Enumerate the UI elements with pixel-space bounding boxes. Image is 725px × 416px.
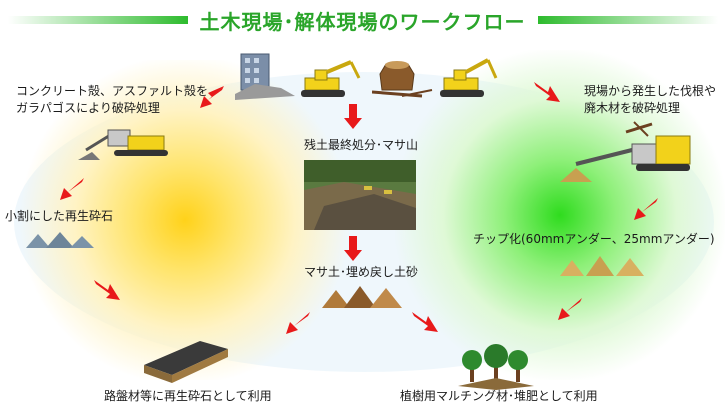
masa-mountain-photo: [304, 160, 416, 230]
arrow-to-recycled-stone: [60, 178, 84, 200]
recycled-stone-label: 小割にした再生砕石: [5, 209, 114, 223]
arrow-to-road-base-from-soil: [286, 312, 310, 334]
chip-label: チップ化(60mmアンダー、25mmアンダー): [473, 232, 715, 246]
wood-crush-line1: 現場から発生した伐根や: [584, 84, 717, 98]
trees-illustration: [458, 344, 534, 390]
crusher-machine-illustration: [78, 129, 168, 160]
gravel-piles-illustration: [26, 232, 94, 248]
masa-soil-label: マサ土･埋め戻し土砂: [304, 265, 419, 279]
title-bar: 土木現場･解体現場のワークフロー: [0, 8, 725, 34]
concrete-crush-line1: コンクリート殻、アスファルト殻を: [16, 84, 209, 98]
wood-chipper-illustration: [560, 121, 691, 182]
arrow-to-residual-soil: [344, 104, 362, 129]
road-base-label: 路盤材等に再生砕石として利用: [104, 389, 272, 403]
arrow-to-masa-soil: [344, 236, 362, 261]
wood-chip-glow: [395, 50, 725, 380]
page-title: 土木現場･解体現場のワークフロー: [199, 10, 526, 34]
arrow-to-mulching-from-soil: [412, 312, 438, 332]
arrow-to-chip: [634, 198, 658, 220]
concrete-crush-label: コンクリート殻、アスファルト殻を ガラパゴスにより破砕処理: [16, 83, 208, 117]
stump-clearing-illustration: [372, 58, 498, 98]
title-line-left: [8, 16, 188, 24]
wood-crush-line2: 廃木材を破砕処理: [584, 101, 681, 115]
residual-soil-label: 残土最終処分･マサ山: [304, 138, 419, 152]
road-base-illustration: [144, 341, 228, 383]
mulching-label: 植樹用マルチング材･堆肥として利用: [400, 389, 598, 403]
title-line-right: [538, 16, 718, 24]
arrow-to-concrete-crush: [200, 86, 224, 108]
chip-piles-illustration: [560, 256, 644, 276]
wood-crush-label: 現場から発生した伐根や 廃木材を破砕処理: [584, 83, 716, 117]
soil-piles-illustration: [322, 286, 402, 308]
recycled-stone-glow: [20, 60, 350, 380]
arrow-to-road-base: [94, 280, 120, 300]
demolition-site-illustration: [235, 53, 361, 100]
arrow-to-wood-crush: [534, 82, 560, 102]
concrete-crush-line2: ガラパゴスにより破砕処理: [16, 101, 160, 115]
arrow-to-mulching: [558, 298, 582, 320]
